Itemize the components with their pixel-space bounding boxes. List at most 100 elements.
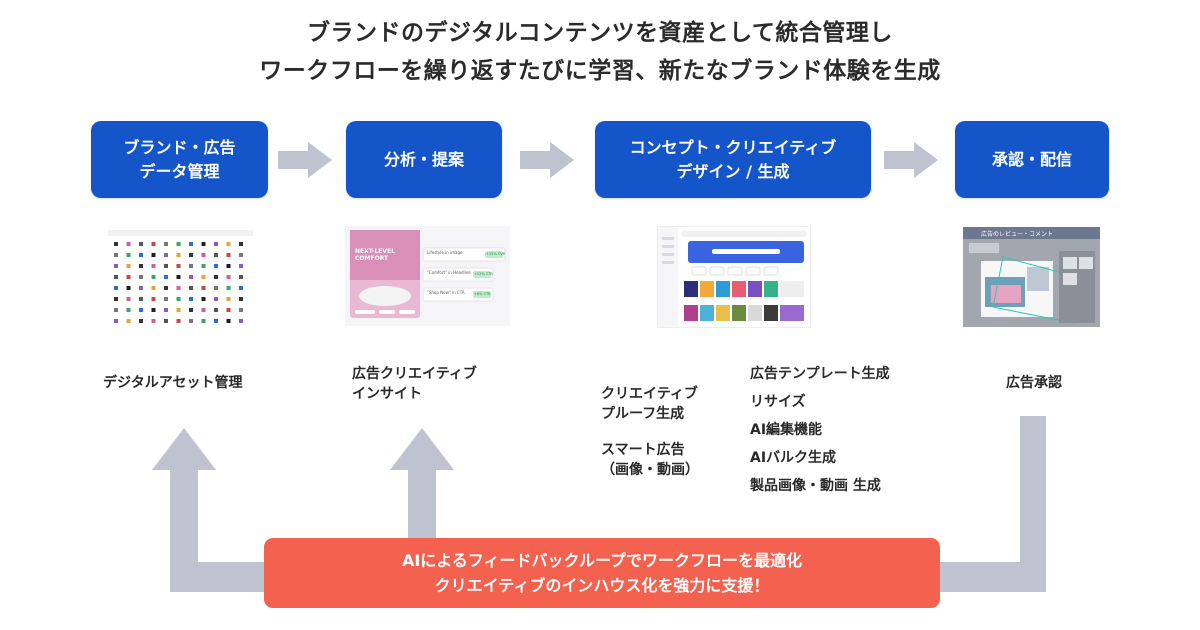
flow-arrow-icon (520, 142, 574, 178)
caption-3b-line-2: （画像・動画） (601, 462, 699, 478)
insight-row (422, 247, 506, 262)
asset-thumbnail (114, 319, 118, 323)
asset-thumbnail (114, 253, 118, 257)
asset-thumbnail (164, 297, 168, 301)
asset-thumbnail (189, 242, 193, 246)
caption-4: 広告承認 (1006, 375, 1062, 391)
asset-thumbnail (126, 319, 131, 323)
step-analysis-proposal: 分析・提案 (346, 121, 502, 198)
step-3-line-1: コンセプト・クリエイティブ (629, 137, 837, 157)
asset-thumbnail (139, 253, 143, 257)
asset-thumbnail (126, 275, 131, 279)
banner-line-1: AIによるフィードバックループでワークフローを最適化 (401, 551, 803, 570)
loop-middle-shaft (408, 468, 436, 542)
creative-insight-screenshot: NEXT-LEVEL COMFORT Lifestyle in image +1… (345, 226, 510, 326)
asset-thumbnail (151, 264, 156, 268)
asset-thumbnail (176, 308, 181, 312)
caption-3a-line-1: クリエイティブ (601, 386, 698, 402)
asset-thumbnail (239, 286, 243, 290)
asset-thumbnail (126, 264, 131, 268)
step-2-line-1: 分析・提案 (383, 149, 464, 169)
caption-generation-features: 広告テンプレート生成 リサイズ AI編集機能 AIバルク生成 製品画像・動画 生… (750, 360, 890, 500)
loop-middle-head (390, 428, 454, 470)
asset-thumbnail (189, 253, 193, 257)
asset-thumbnail (114, 275, 118, 279)
loop-left-head (152, 428, 216, 470)
asset-thumbnail (176, 242, 181, 246)
review-ui (963, 227, 1100, 327)
asset-grid-thumbnails (108, 230, 253, 323)
insight-1-text: "Comfort" in Headline (427, 270, 471, 275)
asset-thumbnail (214, 242, 218, 246)
caption-creative-insight: 広告クリエイティブ インサイト (352, 364, 477, 404)
flow-arrow-icon (884, 142, 938, 178)
asset-thumbnail (226, 308, 231, 312)
caption-smart-ads: スマート広告 （画像・動画） (601, 440, 699, 480)
review-title: 広告のレビュー・コメント (981, 231, 1054, 238)
asset-thumbnail (201, 253, 206, 257)
asset-thumbnail (189, 275, 193, 279)
asset-thumbnail (189, 297, 193, 301)
asset-thumbnail (139, 297, 143, 301)
asset-thumbnail (239, 297, 243, 301)
caption-1: デジタルアセット管理 (103, 375, 243, 391)
asset-thumbnail (126, 308, 131, 312)
asset-thumbnail (126, 297, 131, 301)
ad-hero-line-1: NEXT-LEVEL (355, 248, 395, 255)
asset-thumbnail (139, 264, 143, 268)
asset-thumbnail (239, 264, 243, 268)
asset-thumbnail (201, 275, 206, 279)
caption-creative-proof: クリエイティブ プルーフ生成 (601, 384, 698, 424)
asset-thumbnail (239, 319, 243, 323)
asset-thumbnail (114, 242, 118, 246)
insight-top-text: Lifestyle in image (427, 250, 463, 255)
asset-thumbnail (114, 264, 118, 268)
asset-thumbnail (226, 253, 231, 257)
asset-thumbnail (226, 242, 231, 246)
asset-thumbnail (151, 297, 156, 301)
caption-3a-line-2: プルーフ生成 (601, 406, 685, 422)
asset-thumbnail (164, 242, 168, 246)
asset-thumbnail (151, 286, 156, 290)
step-brand-data-management: ブランド・広告 データ管理 (91, 121, 268, 198)
shoe-image (359, 286, 411, 306)
asset-thumbnail (226, 264, 231, 268)
asset-thumbnail (214, 264, 218, 268)
asset-thumbnail (139, 308, 143, 312)
asset-thumbnail (214, 297, 218, 301)
asset-thumbnail (214, 319, 218, 323)
asset-thumbnail (176, 286, 181, 290)
asset-thumbnail (201, 308, 206, 312)
loop-right-shaft (1020, 416, 1046, 592)
asset-thumbnail (201, 242, 206, 246)
asset-thumbnail (176, 319, 181, 323)
insight-top-pct: +15% CVR (486, 252, 506, 256)
asset-thumbnail (114, 286, 118, 290)
asset-thumbnail (176, 253, 181, 257)
headline-line-2: ワークフローを繰り返すたびに学習、新たなブランド体験を生成 (259, 58, 941, 84)
asset-thumbnail (164, 286, 168, 290)
step-1-line-1: ブランド・広告 (123, 137, 236, 157)
insight-2-text: "Shop Now" in CTA (427, 290, 465, 295)
asset-thumbnail (126, 242, 131, 246)
asset-thumbnail (139, 319, 143, 323)
asset-thumbnail (176, 275, 181, 279)
asset-thumbnail (176, 297, 181, 301)
asset-thumbnail (139, 242, 143, 246)
asset-thumbnail (226, 275, 231, 279)
asset-thumbnail (201, 297, 206, 301)
insight-2-pct: +8% CTR (474, 292, 491, 296)
caption-ad-approval: 広告承認 (1006, 373, 1062, 393)
asset-thumbnail (214, 308, 218, 312)
headline-line-1: ブランドのデジタルコンテンツを資産として統合管理し (307, 20, 893, 46)
asset-thumbnail (164, 308, 168, 312)
asset-thumbnail (201, 264, 206, 268)
step-4-line-1: 承認・配信 (991, 149, 1072, 169)
asset-thumbnail (151, 275, 156, 279)
caption-3b-line-1: スマート広告 (601, 442, 685, 458)
asset-thumbnail (226, 286, 231, 290)
asset-thumbnail (126, 286, 131, 290)
asset-thumbnail (189, 264, 193, 268)
asset-grid-screenshot (108, 230, 253, 330)
